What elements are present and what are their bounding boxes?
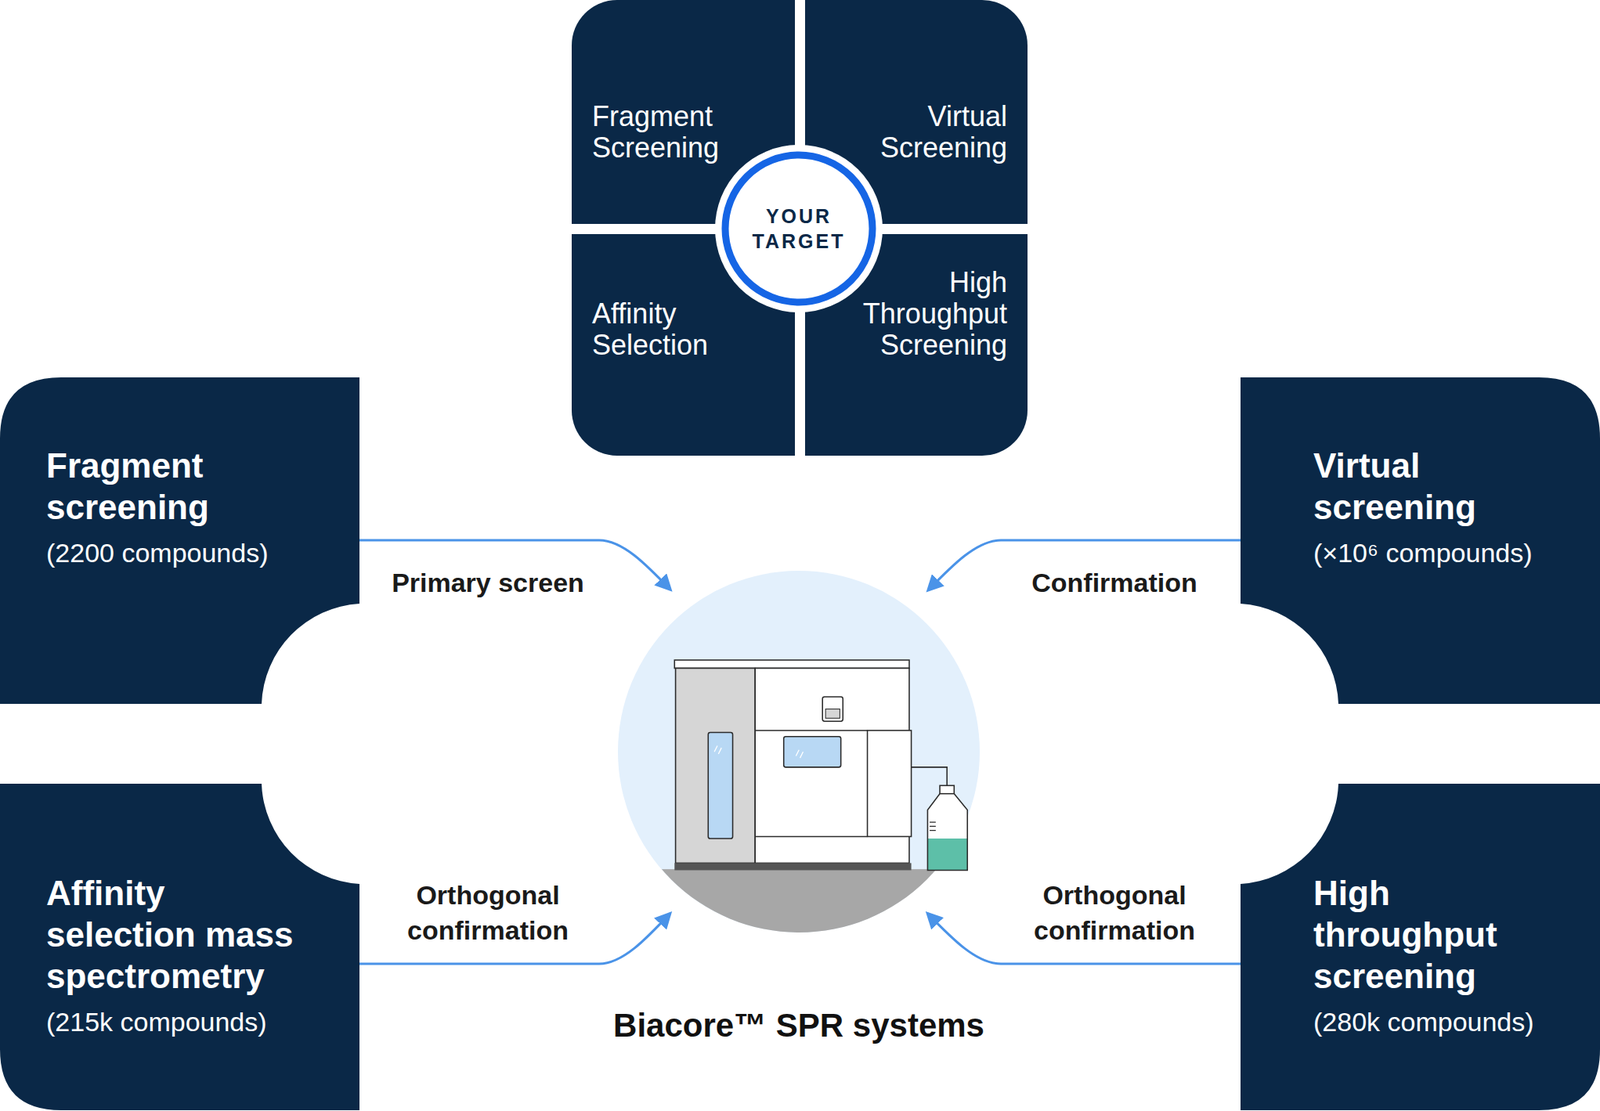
edge-label: Confirmation [1000,565,1228,601]
affinity-icon [586,368,659,441]
magnifier-handle [629,58,639,68]
bottle-fill [927,794,968,871]
box-fill [1240,783,1600,1111]
box-text-holder: High throughput screening (280k compounds… [1313,872,1576,1040]
buffer-liquid [927,838,968,871]
magnifier-handle [982,58,991,68]
box-fill [0,783,360,1111]
glass-glint [795,750,803,759]
compound-count: (280k compounds) [1313,1004,1576,1040]
floor [602,869,990,951]
fragment-dot [617,43,622,48]
box-fill [1240,377,1600,705]
fragment-icon [588,17,661,90]
instrument-side-panel [675,668,756,864]
magnifier-lens [960,388,986,414]
icon-disc [940,368,1013,441]
fragment-dot [621,49,626,55]
bottle-cap [939,785,954,794]
instrument-port [822,697,843,722]
box-heading: High throughput screening [1313,872,1576,997]
icon-disc [588,17,661,90]
instrument-illustration [602,660,990,951]
bottle-marks [929,822,936,831]
tubing [911,767,948,786]
method-name: High Throughput Screening [842,267,1008,362]
compound-count: (×10⁶ compounds) [1313,535,1576,571]
target-label: YOUR TARGET [747,203,850,254]
edge-label: Orthogonal confirmation [374,877,602,949]
throughput-icon [940,368,1013,441]
box-fill [0,377,360,705]
box-heading: Virtual screening [1313,444,1576,528]
instrument-body [754,668,910,864]
instrument-base [674,863,911,871]
instrument-window [707,733,733,840]
backdrop-disc [617,570,980,933]
compound-count: (215k compounds) [46,1004,309,1040]
instrument-backdrop [617,570,980,933]
box-text-holder: Virtual screening (×10⁶ compounds) [1313,444,1576,571]
instrument-circle: Biacore™ SPR systems [617,570,980,933]
box-heading: Fragment screening [46,444,309,528]
target-circle: YOUR TARGET [715,144,883,313]
signal-dot [971,52,976,57]
compound-count: (2200 compounds) [46,535,309,571]
icon-disc [940,17,1013,90]
instrument-lid [674,660,910,669]
bottle-outline [927,794,968,871]
screening-box: Fragment screening (2200 compounds) [0,377,360,705]
screening-box: Affinity selection mass spectrometry (215… [0,783,360,1111]
method-name: Virtual Screening [842,101,1008,164]
instrument-window [783,736,842,768]
instrument-slot [825,709,840,719]
screening-box: High throughput screening (280k compounds… [1240,783,1600,1111]
throughput-arrows [967,394,979,406]
glass-glint [714,745,722,754]
screening-box: Virtual screening (×10⁶ compounds) [1240,377,1600,705]
check-mark [613,397,625,405]
magnifier-handle [628,410,637,419]
signal-arc [965,43,980,47]
method-name: Affinity Selection [592,298,757,362]
magnifier-handle [982,410,991,419]
box-text-holder: Affinity selection mass spectrometry (215… [46,872,309,1040]
virtual-icon [940,17,1013,90]
edge-label: Primary screen [374,565,602,601]
icon-disc [586,368,659,441]
signal-arc [968,48,977,51]
instrument-door [867,730,912,838]
method-name: Fragment Screening [592,101,757,164]
box-text-holder: Fragment screening (2200 compounds) [46,444,309,571]
fragment-dot [613,49,619,55]
instrument-caption: Biacore™ SPR systems [613,1006,985,1046]
magnifier-lens [960,36,986,62]
target-ring-stroke [725,155,873,303]
target-disc [715,144,883,313]
magnifier-lens [607,36,633,62]
target-ring [715,144,883,313]
box-heading: Affinity selection mass spectrometry [46,872,309,997]
instrument-seam [754,730,867,838]
magnifier-lens [606,388,632,414]
edge-label: Orthogonal confirmation [1000,877,1228,949]
